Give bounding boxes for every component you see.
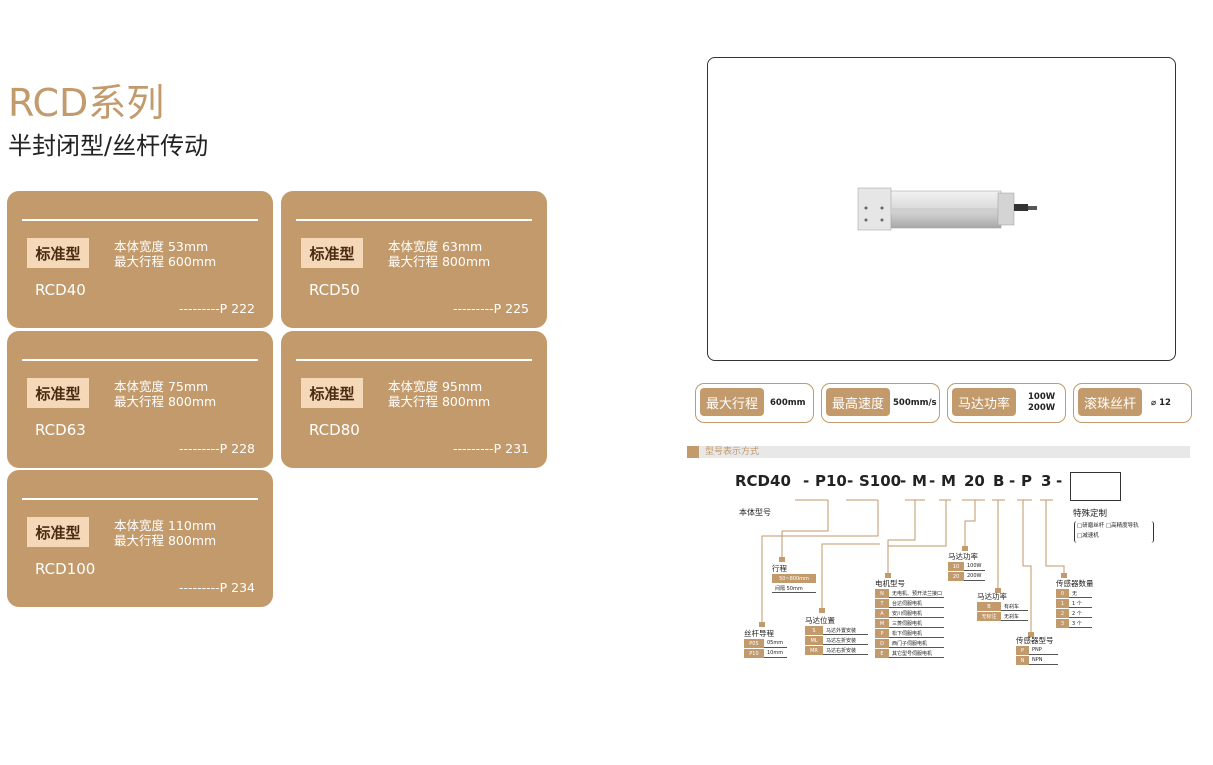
type-badge: 标准型 <box>27 517 89 547</box>
card-model: RCD50 <box>309 281 360 299</box>
code-dash: - <box>847 472 854 490</box>
card-model: RCD40 <box>35 281 86 299</box>
code-sensor-qty: 3 <box>1041 472 1052 490</box>
product-photo-frame <box>707 57 1176 361</box>
custom-label: 特殊定制 <box>1073 509 1108 519</box>
type-badge: 标准型 <box>301 378 363 408</box>
code-lead: P10 <box>815 472 847 490</box>
feature-max-speed: 最高速度 500mm/s <box>821 383 940 423</box>
code-dash: - <box>929 472 936 490</box>
card-page-ref[interactable]: ---------P 231 <box>453 441 529 456</box>
table-stroke: 行程 50~800mm 间隔 50mm <box>772 563 816 594</box>
custom-options: □研磨丝杆 □高精度导轨 □减速机 <box>1074 521 1154 543</box>
card-model: RCD63 <box>35 421 86 439</box>
card-page-ref[interactable]: ---------P 225 <box>453 301 529 316</box>
card-page-ref[interactable]: ---------P 234 <box>179 580 255 595</box>
body-model-label: 本体型号 <box>739 508 771 517</box>
card-divider <box>296 219 532 221</box>
card-page-ref[interactable]: ---------P 222 <box>179 301 255 316</box>
feature-ball-screw: 滚珠丝杆 ⌀ 12 <box>1073 383 1192 423</box>
code-body: RCD40 <box>735 472 791 490</box>
card-model: RCD100 <box>35 560 96 578</box>
series-title: RCD系列 <box>8 81 165 125</box>
code-dash: - <box>1009 472 1016 490</box>
series-subtitle: 半封闭型/丝杆传动 <box>8 132 209 160</box>
type-badge: 标准型 <box>301 238 363 268</box>
card-divider <box>22 359 258 361</box>
code-dash: - <box>900 472 907 490</box>
card-model: RCD80 <box>309 421 360 439</box>
code-brake: B <box>993 472 1005 490</box>
code-dash: - <box>803 472 810 490</box>
custom-code-box <box>1070 472 1121 501</box>
card-page-ref[interactable]: ---------P 228 <box>179 441 255 456</box>
type-badge: 标准型 <box>27 238 89 268</box>
card-divider <box>296 359 532 361</box>
type-badge: 标准型 <box>27 378 89 408</box>
code-power: 20 <box>964 472 985 490</box>
card-divider <box>22 219 258 221</box>
code-motor-type-2: M <box>941 472 956 490</box>
code-motor-position: S100 <box>859 472 902 490</box>
section-header: 型号表示方式 <box>687 446 1190 458</box>
code-motor-type: M <box>912 472 927 490</box>
card-divider <box>22 498 258 500</box>
actuator-image <box>857 187 1037 231</box>
feature-max-stroke: 最大行程 600mm <box>695 383 814 423</box>
code-dash: - <box>1056 472 1063 490</box>
code-sensor-type: P <box>1021 472 1032 490</box>
